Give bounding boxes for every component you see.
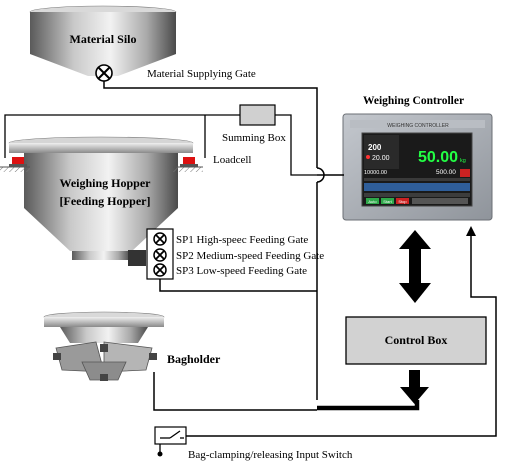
ground-right bbox=[173, 167, 203, 172]
control-box bbox=[345, 316, 487, 365]
stop-button: Stop bbox=[398, 199, 407, 204]
controller-control-box-arrow bbox=[399, 230, 431, 303]
system-wiring bbox=[103, 81, 497, 437]
control-output-bus bbox=[317, 400, 420, 411]
sp1-label: SP1 High-speec Feeding Gate bbox=[176, 234, 308, 246]
ground-left bbox=[0, 167, 30, 172]
bag-switch-icon bbox=[154, 426, 187, 457]
controller-target-right: 500.00 bbox=[436, 169, 456, 176]
bagholder-label: Bagholder bbox=[167, 352, 221, 366]
sp2-gate-icon bbox=[153, 248, 167, 262]
controller-buttons: Auto Start Stop bbox=[366, 198, 468, 204]
weighing-controller: WEIGHING CONTROLLER 200 20.00 10000.00 5… bbox=[342, 113, 493, 221]
summing-box bbox=[239, 104, 276, 126]
material-supplying-gate-icon bbox=[95, 64, 113, 82]
controller-unit: kg bbox=[460, 158, 466, 164]
start-button: Start bbox=[383, 199, 392, 204]
control-box-label: Control Box bbox=[385, 333, 448, 347]
sp3-gate-icon bbox=[153, 263, 167, 277]
sp1-gate-icon bbox=[153, 232, 167, 246]
sp2-label: SP2 Medium-speed Feeding Gate bbox=[176, 250, 324, 262]
bagholder bbox=[43, 311, 165, 381]
loadcell-left-icon bbox=[9, 157, 27, 167]
loadcell-right-icon bbox=[180, 157, 198, 167]
bag-switch-label: Bag-clamping/releasing Input Switch bbox=[188, 449, 353, 461]
weighing-controller-label: Weighing Controller bbox=[363, 95, 464, 107]
controller-main-weight: 50.00 bbox=[418, 149, 458, 166]
loadcell-label: Loadcell bbox=[213, 154, 251, 166]
material-silo-label: Material Silo bbox=[70, 32, 137, 46]
material-supplying-gate-label: Material Supplying Gate bbox=[147, 68, 256, 80]
controller-target-small: 10000.00 bbox=[364, 170, 387, 176]
controller-value-top: 200 bbox=[368, 143, 382, 152]
loadcell-wiring bbox=[4, 114, 317, 176]
controller-value-mid: 20.00 bbox=[372, 155, 390, 162]
switch-to-controller-arrowhead bbox=[466, 226, 476, 236]
sp3-label: SP3 Low-speed Feeding Gate bbox=[176, 265, 307, 277]
controller-header: WEIGHING CONTROLLER bbox=[387, 123, 449, 129]
control-box-output-arrow bbox=[400, 370, 429, 404]
weighing-hopper-label-2: [Feeding Hopper] bbox=[60, 194, 151, 208]
summing-box-label: Summing Box bbox=[222, 132, 286, 144]
weighing-hopper: Weighing Hopper [Feeding Hopper] bbox=[8, 136, 194, 266]
weighing-hopper-label-1: Weighing Hopper bbox=[59, 176, 151, 190]
auto-button: Auto bbox=[368, 199, 377, 204]
